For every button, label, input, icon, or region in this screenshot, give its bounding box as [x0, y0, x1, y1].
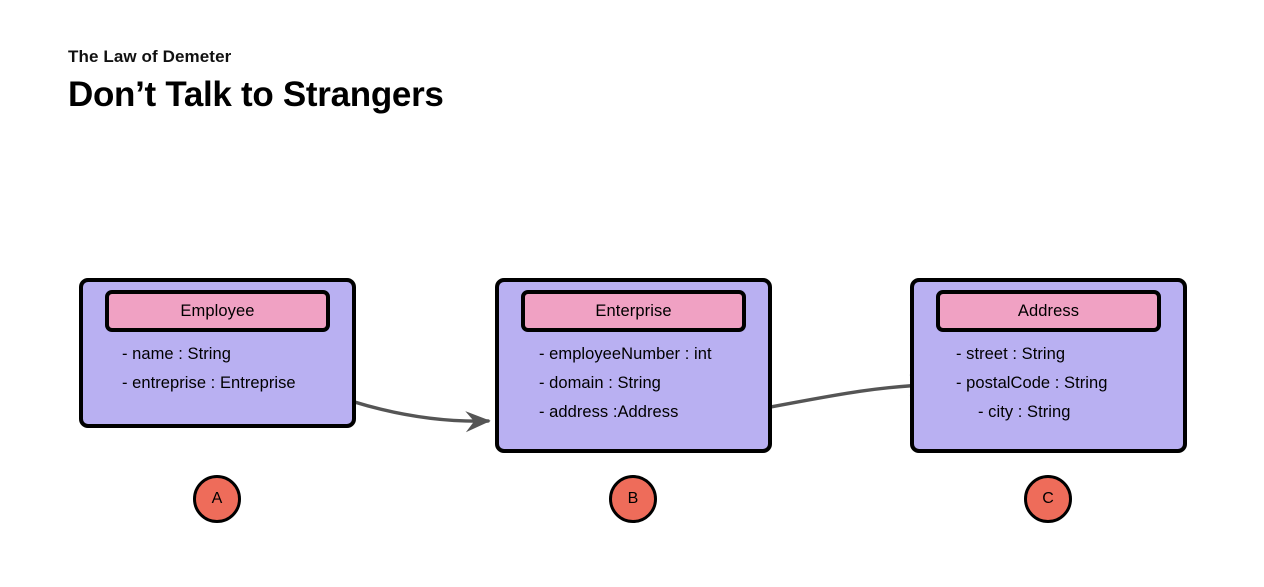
attribute-row: - entreprise : Entreprise	[122, 374, 296, 392]
attribute-row: - postalCode : String	[956, 374, 1108, 392]
page-title: Don’t Talk to Strangers	[68, 75, 444, 114]
node-badge-a-label: A	[211, 490, 223, 507]
class-header-enterprise: Enterprise	[521, 290, 746, 332]
attribute-row: - street : String	[956, 345, 1066, 363]
attribute-list-address: - street : String - postalCode : String …	[914, 340, 1183, 427]
heading-block: The Law of Demeter Don’t Talk to Strange…	[68, 46, 444, 117]
attribute-list-employee: - name : String - entreprise : Entrepris…	[83, 340, 352, 398]
eyebrow-text: The Law of Demeter	[68, 47, 232, 66]
attribute-list-enterprise: - employeeNumber : int - domain : String…	[499, 340, 768, 427]
attribute-row: - domain : String	[539, 374, 661, 392]
class-header-employee: Employee	[105, 290, 330, 332]
attribute-row: - city : String	[978, 403, 1071, 421]
node-badge-a[interactable]: A	[193, 475, 241, 523]
attribute-row: - address :Address	[539, 403, 679, 421]
node-badge-b-label: B	[627, 490, 639, 507]
class-name-address: Address	[1017, 301, 1080, 320]
attribute-row: - employeeNumber : int	[539, 345, 712, 363]
class-header-address: Address	[936, 290, 1161, 332]
class-box-address[interactable]: Address - street : String - postalCode :…	[910, 278, 1187, 453]
node-badge-b[interactable]: B	[609, 475, 657, 523]
node-badge-c[interactable]: C	[1024, 475, 1072, 523]
node-badge-c-label: C	[1042, 490, 1054, 507]
class-name-enterprise: Enterprise	[595, 301, 672, 320]
class-box-enterprise[interactable]: Enterprise - employeeNumber : int - doma…	[495, 278, 772, 453]
class-box-employee[interactable]: Employee - name : String - entreprise : …	[79, 278, 356, 428]
attribute-row: - name : String	[122, 345, 231, 363]
class-name-employee: Employee	[180, 301, 255, 320]
